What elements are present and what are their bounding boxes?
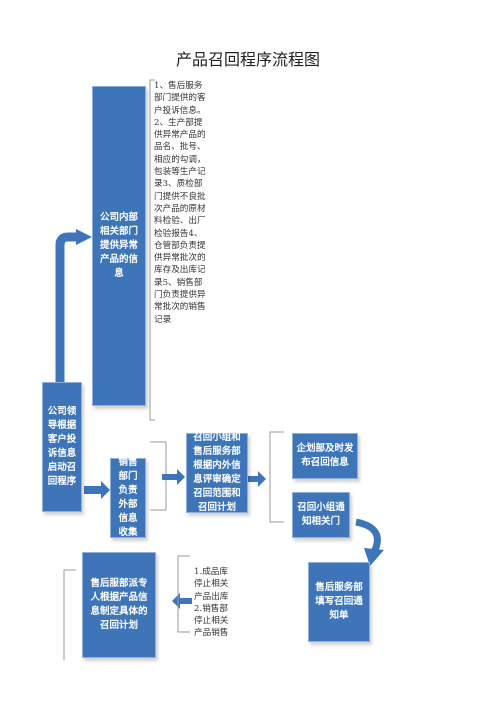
departments-notes: 1、售后服务部门提供的客户投诉信息。2、生产部提供异常产品的品名、批号、相应的勾… (154, 80, 206, 420)
bracket-departments-notes (149, 79, 155, 421)
sales-collect-label: 销售部门负责外部信息收集 (118, 457, 138, 538)
arrow-start-to-departments (55, 232, 78, 382)
start-box: 公司领导根据客户投诉信息启动召回程序 (42, 382, 82, 512)
plan-specific-label: 售后服部派专人根据产品信息制定具体的召回计划 (90, 578, 148, 631)
bracket-planning-notify (269, 431, 284, 523)
arrow-head-departments (76, 229, 92, 245)
recall-team-label: 召回小组和售后服务部根据内外信息评审确定召回范围和召回计划 (193, 432, 241, 513)
arrow-notes-to-plan (172, 593, 192, 609)
departments-notes-text: 1、售后服务部门提供的客户投诉信息。2、生产部提供异常产品的品名、批号、相应的勾… (154, 81, 206, 325)
bracket-plan-left (63, 569, 76, 660)
start-box-label: 公司领导根据客户投诉信息启动召回程序 (47, 406, 77, 487)
after-sales-form-box: 售后服务部填写召回通知单 (308, 562, 370, 642)
plan-specific-box: 售后服部派专人根据产品信息制定具体的召回计划 (82, 552, 156, 658)
planning-label: 企划部及时发布召回信息 (296, 443, 354, 468)
arrow-recall-to-bracket (248, 471, 266, 487)
curved-arrow-notify-to-form (355, 518, 381, 554)
after-sales-form-label: 售后服务部填写召回通知单 (315, 582, 363, 621)
departments-box: 公司内部相关部门提供异常产品的信息 (92, 86, 146, 406)
arrow-head-form (364, 548, 384, 566)
stop-actions-note: 1.成品库停止相关产品出库2.销售部停止相关产品销售 (194, 566, 236, 639)
bracket-stop-actions (177, 555, 190, 633)
notify-label: 召回小组通知相关门 (297, 502, 345, 527)
recall-team-box: 召回小组和售后服务部根据内外信息评审确定召回范围和召回计划 (186, 432, 248, 513)
stop-actions-text: 1.成品库停止相关产品出库2.销售部停止相关产品销售 (194, 567, 229, 639)
notify-box: 召回小组通知相关门 (292, 492, 350, 538)
sales-collect-box: 销售部门负责外部信息收集 (110, 457, 146, 538)
departments-box-label: 公司内部相关部门提供异常产品的信息 (99, 212, 138, 279)
arrow-start-to-sales (84, 481, 110, 499)
arrow-to-recall-team (162, 469, 185, 485)
page-title: 产品召回程序流程图 (175, 50, 320, 69)
planning-box: 企划部及时发布召回信息 (292, 433, 358, 479)
